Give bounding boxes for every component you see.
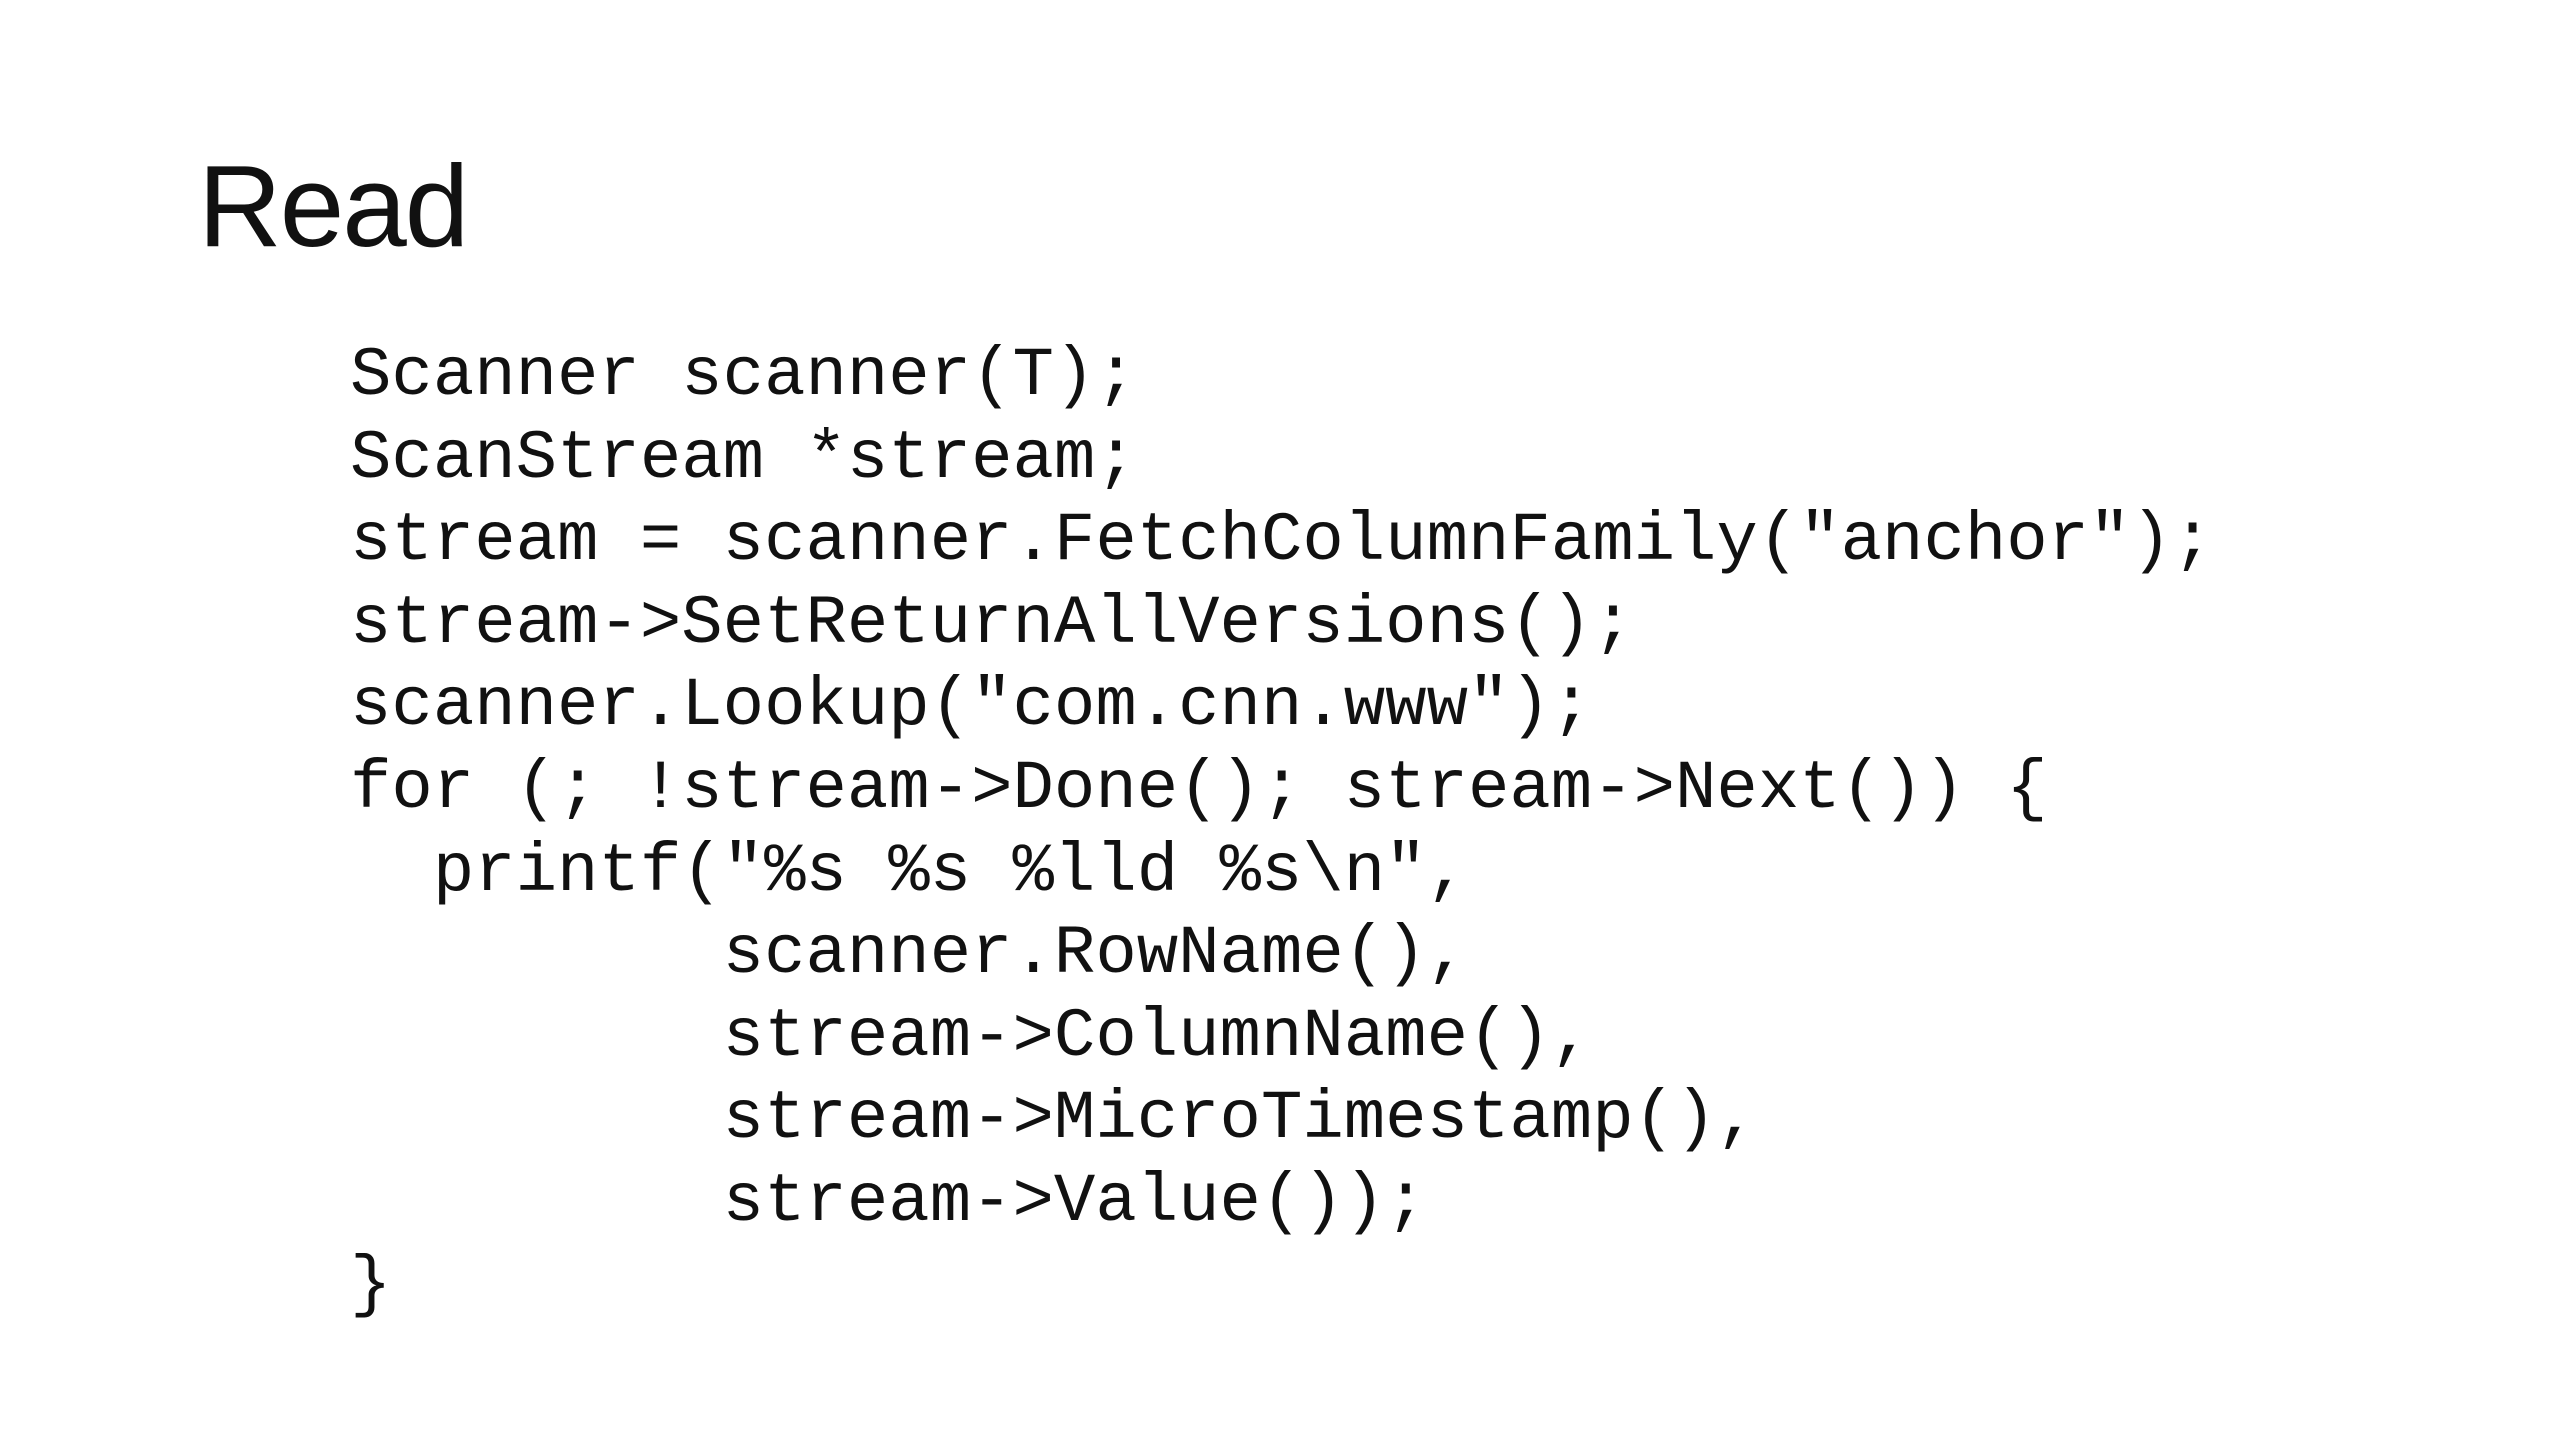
code-line: ScanStream *stream; [350,419,1137,498]
code-line: stream->MicroTimestamp(), [350,1080,1758,1159]
code-line: printf("%s %s %lld %s\n", [350,832,1468,911]
code-line: scanner.RowName(), [350,915,1468,994]
slide-title: Read [198,141,469,271]
code-line: stream = scanner.FetchColumnFamily("anch… [350,502,2214,581]
code-line: stream->ColumnName(), [350,997,1593,1076]
code-line: stream->SetReturnAllVersions(); [350,584,1634,663]
code-line: for (; !stream->Done(); stream->Next()) … [350,749,2048,828]
code-line: } [350,1245,392,1324]
code-line: stream->Value()); [350,1162,1427,1241]
code-block: Scanner scanner(T); ScanStream *stream; … [350,335,2213,1326]
code-line: Scanner scanner(T); [350,337,1137,415]
code-line: scanner.Lookup("com.cnn.www"); [350,667,1593,746]
